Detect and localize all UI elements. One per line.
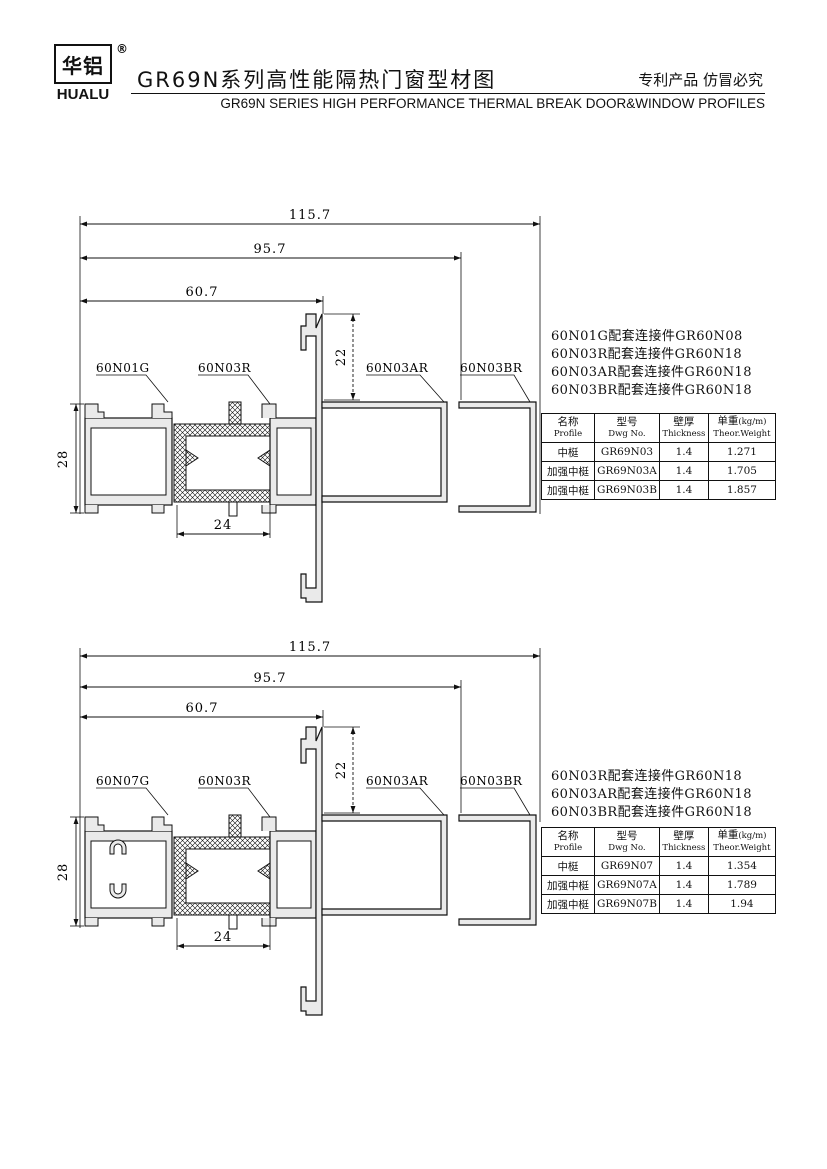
- connector-note: 60N03BR配套连接件GR60N18: [551, 383, 753, 398]
- frame-drainage-slots: [109, 839, 127, 899]
- registered-mark: ®: [116, 42, 128, 56]
- connector-note: 60N03R配套连接件GR60N18: [551, 769, 743, 784]
- brand-logo: 华铝: [54, 44, 112, 84]
- dimension-label: 22: [334, 761, 349, 780]
- dimension-label: 95.7: [254, 671, 287, 686]
- dimension-lip-height: 22: [334, 314, 356, 400]
- callout-label: 60N03AR: [366, 361, 429, 375]
- dimension-label: 95.7: [254, 242, 287, 257]
- header-divider: [131, 93, 765, 94]
- connector-note: 60N01G配套连接件GR60N08: [551, 329, 743, 344]
- logo-english-text: HUALU: [56, 86, 110, 103]
- callout-label: 60N03R: [198, 361, 252, 375]
- dimension-label: 60.7: [186, 285, 219, 300]
- dimension-short-width: 60.7: [80, 285, 323, 304]
- dimension-label: 28: [56, 863, 71, 882]
- connector-note: 60N03BR配套连接件GR60N18: [551, 805, 753, 820]
- callout-mullion: 60N03R: [198, 774, 271, 818]
- page-title-chinese: GR69N系列高性能隔热门窗型材图: [137, 68, 497, 92]
- dimension-label: 28: [56, 450, 71, 469]
- dimension-lip-height: 22: [334, 727, 356, 813]
- table-row: 中梃 GR69N03 1.4 1.271: [541, 442, 776, 462]
- callout-label: 60N03BR: [460, 361, 523, 375]
- dimension-label: 115.7: [289, 640, 331, 655]
- dimension-break-width: 24: [177, 930, 270, 949]
- dimension-label: 24: [214, 930, 233, 945]
- dimension-label: 115.7: [289, 208, 331, 223]
- drawing-2: 115.7 95.7 60.7 28 22 24 60N07G 60N03R: [56, 640, 541, 1016]
- table-row: 加强中梃 GR69N03A 1.4 1.705: [541, 461, 776, 481]
- connector-notes-2: 60N03R配套连接件GR60N18 60N03AR配套连接件GR60N18 6…: [551, 768, 752, 822]
- dimension-mid-width: 95.7: [80, 671, 461, 690]
- callout-label: 60N07G: [96, 774, 150, 788]
- callout-label: 60N03R: [198, 774, 252, 788]
- connector-notes-1: 60N01G配套连接件GR60N08 60N03R配套连接件GR60N18 60…: [551, 328, 752, 400]
- callout-mullion: 60N03R: [198, 361, 271, 405]
- connector-note: 60N03AR配套连接件GR60N18: [551, 787, 752, 802]
- table-row: 加强中梃 GR69N07A 1.4 1.789: [541, 875, 776, 895]
- callout-reinforcement-a: 60N03AR: [366, 774, 445, 816]
- connector-note: 60N03AR配套连接件GR60N18: [551, 365, 752, 380]
- connector-note: 60N03R配套连接件GR60N18: [551, 347, 743, 362]
- callout-reinforcement-b: 60N03BR: [460, 361, 531, 403]
- callout-label: 60N03BR: [460, 774, 523, 788]
- callout-frame: 60N01G: [96, 361, 169, 403]
- table-row: 加强中梃 GR69N07B 1.4 1.94: [541, 894, 776, 914]
- logo-chinese-text: 华铝: [62, 54, 104, 78]
- drawing-1: 115.7 95.7 60.7 28 22 24 60N01G 60N03R: [56, 208, 541, 603]
- dimension-overall-width: 115.7: [80, 208, 540, 227]
- dimension-break-width: 24: [177, 518, 270, 537]
- page-title-english: GR69N SERIES HIGH PERFORMANCE THERMAL BR…: [220, 96, 765, 111]
- callout-label: 60N03AR: [366, 774, 429, 788]
- table-row: 中梃 GR69N07 1.4 1.354: [541, 856, 776, 876]
- dimension-label: 60.7: [186, 701, 219, 716]
- dimension-height: 28: [56, 404, 79, 513]
- dimension-mid-width: 95.7: [80, 242, 461, 261]
- dimension-height: 28: [56, 817, 79, 926]
- dimension-label: 24: [214, 518, 233, 533]
- dimension-overall-width: 115.7: [80, 640, 540, 659]
- callout-frame: 60N07G: [96, 774, 169, 816]
- dimension-label: 22: [334, 348, 349, 367]
- callout-reinforcement-b: 60N03BR: [460, 774, 531, 816]
- callout-reinforcement-a: 60N03AR: [366, 361, 445, 403]
- callout-label: 60N01G: [96, 361, 150, 375]
- patent-notice: 专利产品 仿冒必究: [638, 71, 763, 89]
- table-row: 加强中梃 GR69N03B 1.4 1.857: [541, 480, 776, 500]
- dimension-short-width: 60.7: [80, 701, 323, 720]
